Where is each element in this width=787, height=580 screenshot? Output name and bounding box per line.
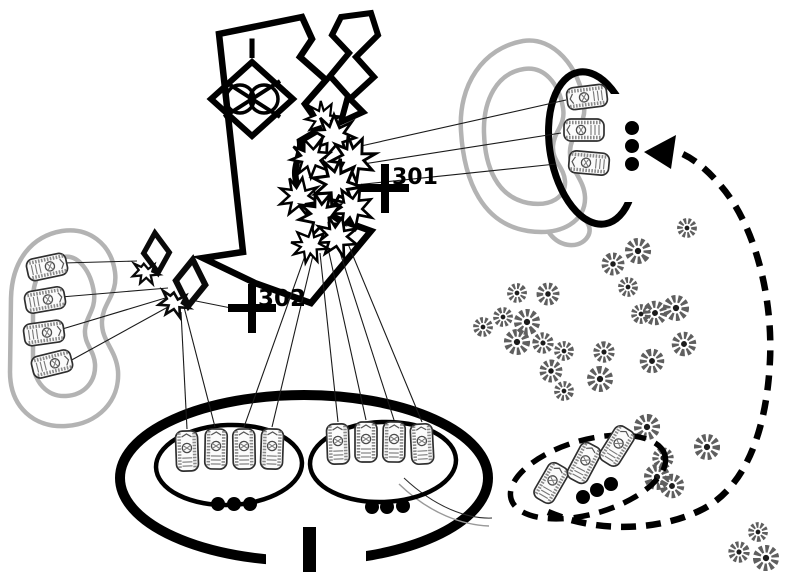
more-units-dot xyxy=(576,490,590,504)
route-dashed-path xyxy=(546,148,774,531)
tree-icon xyxy=(535,335,551,351)
more-units-dot xyxy=(590,483,604,497)
fire-line xyxy=(180,311,188,430)
vehicle-icon-southeast-position xyxy=(595,421,639,471)
vehicle-icon-main-position-left xyxy=(230,427,258,471)
trp-302-marker xyxy=(228,284,276,333)
reposition-route xyxy=(546,135,774,531)
more-units-dot xyxy=(625,121,639,135)
tree-icon xyxy=(474,318,492,336)
tree-icon xyxy=(625,238,651,264)
tree-icon xyxy=(555,342,573,360)
tree-icon xyxy=(543,363,560,380)
tree-icon xyxy=(621,280,636,295)
fire-line xyxy=(335,163,557,188)
tree-icon xyxy=(667,299,686,318)
more-units-dots xyxy=(211,121,639,514)
main-battle-position xyxy=(115,390,493,580)
enemy-mech-unit-frame-icon: I xyxy=(206,34,298,141)
tree-icon xyxy=(508,333,527,352)
fire-line xyxy=(327,247,367,421)
fire-lines xyxy=(58,99,567,430)
vehicle-icon-west-firing-line xyxy=(21,283,69,317)
vehicle-icon-main-position-right xyxy=(380,420,408,464)
destroyed-target-flame-icon xyxy=(128,232,172,286)
fire-line xyxy=(345,238,423,423)
tree-icon xyxy=(555,382,573,400)
fire-line xyxy=(351,99,567,149)
more-units-dot xyxy=(227,497,241,511)
vehicle-icon-southeast-position xyxy=(563,438,605,488)
vehicle-icon-main-position-right xyxy=(353,420,379,464)
fire-line xyxy=(183,306,216,428)
tree-icon xyxy=(539,285,558,304)
fire-line xyxy=(243,252,307,428)
vehicle-icon-main-position-right xyxy=(408,421,436,467)
tree-icon xyxy=(750,524,767,541)
enemy-arrow-torn-piece xyxy=(326,9,382,128)
vehicle-icon-west-firing-line xyxy=(20,317,68,349)
vehicle-icon-main-position-right xyxy=(324,421,352,467)
more-units-dot xyxy=(365,500,379,514)
fire-line xyxy=(271,250,315,428)
more-units-dot xyxy=(380,500,394,514)
tree-icon xyxy=(697,437,717,457)
trp-302-label: 302 xyxy=(258,286,306,312)
tree-icon xyxy=(675,335,693,353)
more-units-dot xyxy=(211,497,225,511)
tree-icon xyxy=(640,349,663,372)
fire-line xyxy=(336,242,395,421)
vehicle-icon-north-battle-position xyxy=(566,148,612,178)
tree-icon xyxy=(514,309,540,335)
enemy-unit-size-mark: I xyxy=(247,34,257,65)
fire-line xyxy=(60,287,169,298)
vehicle-icon-north-battle-position xyxy=(562,117,606,143)
vehicle-icon-southeast-position xyxy=(529,458,573,508)
vehicle-icon-main-position-left xyxy=(202,427,230,471)
vehicle-icon-west-firing-line xyxy=(23,250,71,284)
more-units-dot xyxy=(625,139,639,153)
trp-301-label: 301 xyxy=(392,165,438,190)
fire-line xyxy=(195,300,232,309)
more-units-dot xyxy=(243,497,257,511)
vehicle-icon-main-position-left xyxy=(258,426,286,472)
tree-icon xyxy=(602,253,625,276)
fire-line xyxy=(58,295,173,331)
tree-icon xyxy=(507,283,527,303)
trp-301-marker xyxy=(361,164,409,213)
tree-icon xyxy=(589,368,611,390)
fire-line xyxy=(319,252,339,423)
fire-line xyxy=(62,260,138,264)
fire-line xyxy=(343,132,562,168)
southeast-planned-position xyxy=(507,432,669,522)
vehicle-icon-north-battle-position xyxy=(564,81,610,113)
more-units-dot xyxy=(396,499,410,513)
vehicle-icon-west-firing-line xyxy=(28,346,76,382)
tree-icon xyxy=(754,546,778,570)
route-arrowhead-icon xyxy=(644,135,676,169)
tree-area xyxy=(474,221,778,570)
tree-icon xyxy=(631,304,650,323)
more-units-dot xyxy=(625,157,639,171)
more-units-dot xyxy=(604,477,618,491)
tree-icon xyxy=(595,343,613,361)
tree-icon xyxy=(680,221,695,236)
tree-icon xyxy=(493,307,512,326)
fire-line xyxy=(67,301,178,363)
tree-icon xyxy=(728,541,749,562)
vehicle-icon-main-position-left xyxy=(173,428,201,474)
north-patrol-loop xyxy=(458,38,592,248)
position-entry-bar xyxy=(303,527,316,572)
tree-icon xyxy=(637,417,657,437)
